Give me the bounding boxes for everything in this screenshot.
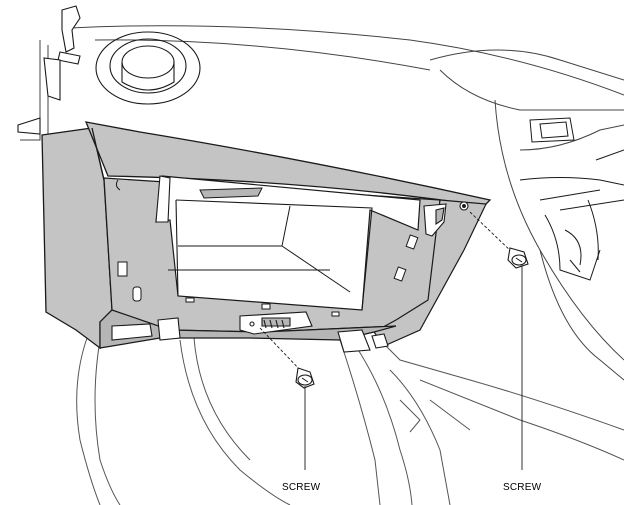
screw-label-right: SCREW [503, 482, 542, 493]
air-vent-icon [95, 31, 201, 105]
left-stopper [155, 175, 171, 223]
screw-right-icon [469, 211, 529, 470]
screw-bottom-icon [259, 327, 315, 470]
stopper-bracket [423, 201, 469, 237]
lower-trim-outline [76, 329, 624, 505]
panel-slots [115, 179, 419, 317]
release-lever-icon [17, 5, 81, 135]
screw-mount-bracket [239, 311, 313, 335]
screw-label-left: SCREW [282, 482, 321, 493]
center-console-detail [519, 117, 624, 281]
hinge-tabs [111, 317, 389, 353]
glove-box-bottom-lip [99, 309, 397, 349]
